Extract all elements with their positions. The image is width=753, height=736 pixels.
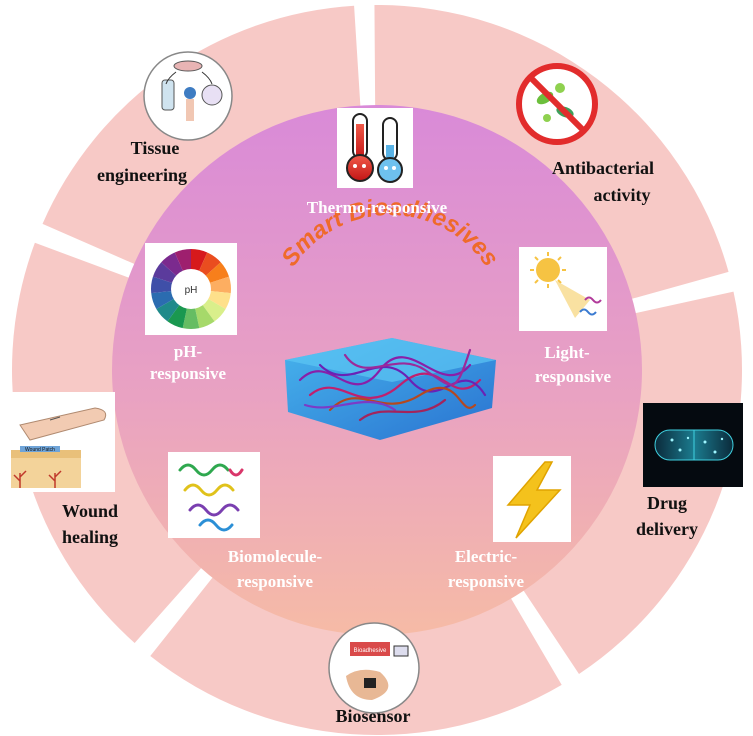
label-drug-line2: delivery bbox=[636, 519, 698, 539]
ring-segment-drug-delivery bbox=[518, 291, 742, 675]
ph-wheel-icon: pH bbox=[145, 243, 237, 335]
label-electric-line2: responsive bbox=[448, 572, 525, 591]
label-antibacterial-line1: Antibacterial bbox=[552, 158, 654, 178]
label-biomolecule-line2: responsive bbox=[237, 572, 314, 591]
lightning-bolt-icon bbox=[493, 456, 571, 542]
label-electric-line1: Electric- bbox=[455, 547, 518, 566]
ring-segment-antibacterial bbox=[374, 5, 729, 302]
label-light-line2: responsive bbox=[535, 367, 612, 386]
tissue-engineering-icon bbox=[143, 51, 233, 141]
antibacterial-icon bbox=[516, 63, 598, 145]
label-wound-line2: healing bbox=[62, 527, 118, 547]
label-antibacterial-line2: activity bbox=[594, 185, 651, 205]
label-tissue-line1: Tissue bbox=[131, 138, 180, 158]
biosensor-icon: Bioadhesive bbox=[328, 622, 420, 714]
label-drug-line1: Drug bbox=[647, 493, 687, 513]
drug-capsule-icon bbox=[643, 403, 743, 487]
label-light-line1: Light- bbox=[544, 343, 590, 362]
sun-light-icon bbox=[519, 247, 607, 331]
ph-wheel-center-text: pH bbox=[185, 285, 198, 296]
label-tissue-line2: engineering bbox=[97, 165, 187, 185]
wound-patch-text: Wound Patch bbox=[25, 447, 55, 453]
label-ph-line2: responsive bbox=[150, 364, 227, 383]
label-thermo-responsive: Thermo-responsive bbox=[307, 198, 448, 217]
label-wound-line1: Wound bbox=[62, 501, 118, 521]
wound-healing-icon: Wound Patch bbox=[11, 392, 115, 492]
label-biosensor: Biosensor bbox=[335, 706, 410, 726]
thermometer-icon bbox=[337, 108, 413, 188]
center-hydrogel-image bbox=[285, 338, 496, 440]
label-biomolecule-line1: Biomolecule- bbox=[228, 547, 323, 566]
label-ph-line1: pH- bbox=[174, 342, 203, 361]
biosensor-chip-text: Bioadhesive bbox=[354, 648, 387, 654]
protein-structure-icon bbox=[168, 452, 260, 538]
